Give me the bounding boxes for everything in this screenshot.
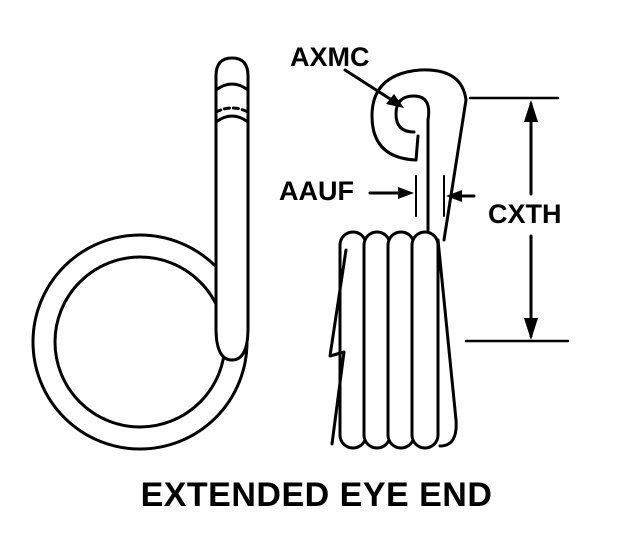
coil-turn-4 (410, 230, 440, 450)
leg-coil-mark-1 (214, 82, 250, 92)
eye-hook-end (414, 134, 420, 162)
coil-back-edge (436, 238, 458, 448)
diagram-title: EXTENDED EYE END (140, 476, 493, 514)
cxth-arrowhead-top (524, 100, 538, 122)
eye-hook-inner (394, 94, 431, 134)
axmc-label: AXMC (290, 42, 370, 72)
coil-turn-2 (362, 230, 392, 450)
aauf-label: AAUF (279, 176, 354, 206)
aauf-arrowhead-left (398, 187, 414, 199)
leg-coil-mark-3 (214, 114, 250, 124)
axmc-arrowhead (386, 94, 404, 108)
aauf-arrowhead-right (446, 190, 462, 202)
coil-inner-circle (53, 255, 227, 429)
extended-leg (214, 56, 250, 362)
axmc-leader-line (343, 68, 400, 106)
eye-leg-back (442, 98, 468, 242)
leg-coil-mark-2 (214, 106, 250, 114)
cxth-label: CXTH (488, 199, 562, 229)
end-view-coil (31, 56, 250, 451)
eye-hook-outer (370, 68, 468, 162)
coil-break-line (328, 248, 348, 446)
axmc-leader (343, 68, 400, 106)
cxth-arrowhead-bottom (524, 318, 538, 340)
coil-turn-3 (386, 230, 416, 450)
side-view-spring (328, 68, 468, 450)
